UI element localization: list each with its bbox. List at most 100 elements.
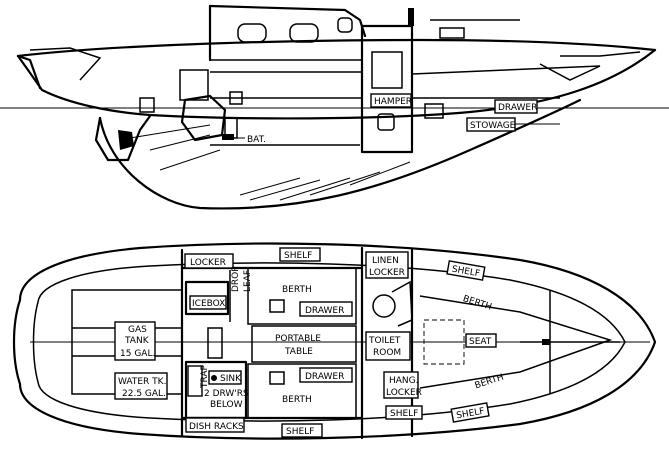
porthole-1 [237, 23, 267, 43]
prop-shaft [129, 124, 211, 139]
mast-step [408, 8, 414, 26]
washbasin [391, 280, 413, 327]
dish-racks-box [185, 417, 245, 433]
head-compartment [360, 24, 414, 154]
shelf-bottom-box [281, 423, 323, 438]
label-trap: TRAP [200, 364, 210, 389]
portable-table [251, 325, 357, 363]
hanging-locker-box [383, 371, 419, 399]
icebox-box [189, 295, 227, 310]
stowage-port [424, 103, 444, 119]
toilet-bowl-icon [372, 294, 396, 318]
label-toilet-1: TOILET [368, 336, 401, 346]
label-drawers-2: BELOW [210, 400, 243, 410]
seat-box [465, 333, 497, 348]
transom [16, 54, 42, 90]
label-toilet-2: ROOM [373, 348, 401, 358]
toilet-room-box [365, 331, 411, 361]
rudder [94, 114, 152, 162]
shelf-fwd-bottom-1-box [385, 405, 423, 420]
trap-box [187, 365, 203, 397]
label-hang-1: HANG. [389, 376, 419, 386]
hull-profile [16, 48, 657, 120]
label-berth-stbd: BERTH [282, 395, 312, 405]
stowage-box [466, 117, 516, 132]
label-gas-1: GAS [128, 325, 147, 335]
galley-step [207, 327, 223, 359]
label-berth-port: BERTH [282, 285, 312, 295]
label-sink: SINK [220, 374, 242, 384]
label-icebox: ICEBOX [192, 299, 225, 309]
sink-box [208, 370, 242, 385]
drawer-pull-port [269, 299, 285, 313]
label-drawers-1: 2 DRW'RS [204, 389, 249, 399]
label-shelf-top: SHELF [284, 251, 312, 261]
label-shelf-fwd-top: SHELF [451, 265, 481, 280]
port-berth [247, 267, 357, 325]
hamper-box [370, 93, 412, 108]
shelf-fwd-top-box [446, 260, 486, 281]
drawer-box [494, 99, 538, 114]
label-shelf-fwd-b1: SHELF [390, 409, 418, 419]
stern-rail [29, 47, 102, 81]
v-berth-outline [419, 295, 613, 389]
toilet-icon [377, 113, 395, 131]
cockpit-locker [179, 69, 209, 101]
head-locker [371, 51, 403, 89]
label-berth-fwd-bottom: BERTH [474, 373, 505, 392]
label-drawer-port: DRAWER [305, 306, 344, 316]
label-berth-fwd-top: BERTH [461, 294, 492, 313]
label-table-2: TABLE [284, 347, 313, 357]
label-seat: SEAT [469, 337, 492, 347]
label-water-2: 22.5 GAL. [122, 389, 166, 399]
label-locker: LOCKER [190, 258, 226, 268]
locker-box [184, 253, 234, 269]
plan-hull-outline [12, 242, 657, 440]
sheer-line [16, 38, 657, 58]
label-bat: BAT. [247, 135, 266, 145]
label-drawer-profile: DRAWER [498, 103, 537, 113]
plan-view: GAS TANK 15 GAL. WATER TK. 22.5 GAL. LOC… [12, 242, 657, 440]
fwd-hatch [439, 27, 465, 39]
bow-deck [560, 51, 641, 57]
label-shelf-bottom: SHELF [286, 427, 314, 437]
keel-hatching [149, 134, 411, 201]
fwd-hatch-plan [423, 319, 465, 365]
label-drop-1: DROP [231, 266, 241, 292]
propeller-icon [118, 130, 134, 150]
keel [98, 98, 582, 210]
label-hang-2: LOCKER [386, 388, 422, 398]
water-tank-box [114, 372, 168, 400]
fwd-shelf [411, 65, 601, 75]
label-gas-2: TANK [124, 336, 150, 346]
label-stowage: STOWAGE [470, 121, 516, 131]
porthole-2 [289, 23, 319, 43]
shelf-fwd-bottom-2-box [450, 402, 490, 423]
mast-icon [542, 339, 550, 345]
shelf-top-box [279, 247, 321, 262]
sink-faucet-icon [211, 375, 217, 381]
label-drawer-stbd: DRAWER [305, 372, 344, 382]
label-dish-racks: DISH RACKS [189, 422, 244, 432]
label-gas-3: 15 GAL. [120, 349, 155, 359]
linen-locker-box [365, 251, 409, 279]
drawer-port-box [299, 301, 353, 317]
stbd-berth [247, 363, 357, 419]
profile-view: BAT. HAMPER DRAWER STOWAGE [0, 4, 669, 210]
battery-icon [222, 134, 234, 140]
porthole-3 [337, 17, 353, 33]
label-linen-1: LINEN [372, 256, 399, 266]
drawer-pull-stbd [269, 371, 285, 385]
drawer-stbd-box [299, 367, 353, 383]
label-table-1: PORTABLE [275, 334, 321, 344]
label-hamper: HAMPER [374, 97, 412, 107]
icebox-outline [184, 280, 230, 316]
label-water-1: WATER TK. [118, 377, 166, 387]
gas-tank-box [114, 321, 156, 361]
label-shelf-fwd-b2: SHELF [456, 407, 486, 422]
label-linen-2: LOCKER [369, 268, 405, 278]
chain-locker [539, 63, 601, 81]
valve [229, 91, 243, 105]
